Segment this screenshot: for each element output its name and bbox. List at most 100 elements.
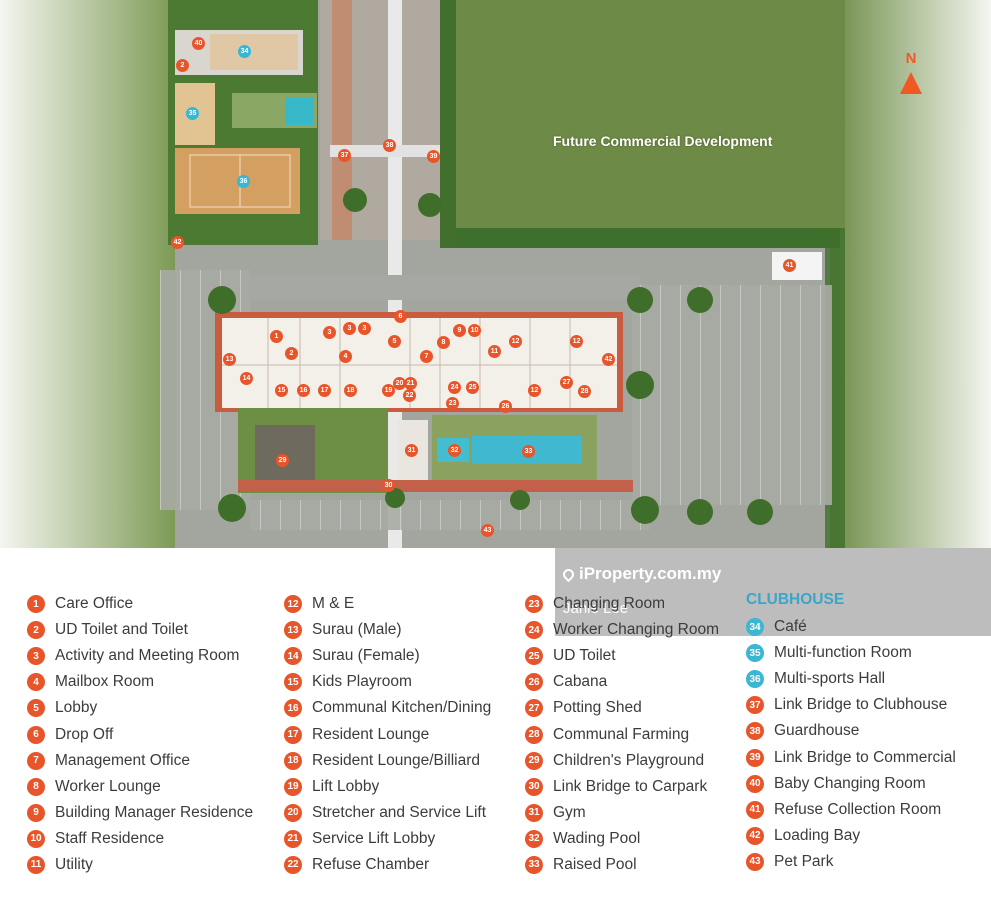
legend-number-badge: 32 <box>525 829 543 848</box>
legend-label: Communal Kitchen/Dining <box>312 699 492 717</box>
legend-number-badge: 23 <box>525 595 543 614</box>
legend-number-badge: 37 <box>746 696 764 715</box>
legend-number-badge: 20 <box>284 803 302 822</box>
map-pin: 8 <box>437 336 450 349</box>
legend-number-badge: 13 <box>284 621 302 640</box>
legend-label: Drop Off <box>55 725 114 743</box>
map-pin: 33 <box>522 445 535 458</box>
legend-number-badge: 6 <box>27 725 45 744</box>
legend-number-badge: 35 <box>746 644 764 663</box>
map-pin: 12 <box>570 335 583 348</box>
legend-number-badge: 25 <box>525 647 543 666</box>
map-pin: 3 <box>358 322 371 335</box>
legend-item: 5 Lobby <box>27 695 253 721</box>
map-pin: 12 <box>528 384 541 397</box>
legend-label: Link Bridge to Clubhouse <box>774 696 948 714</box>
legend-label: Surau (Female) <box>312 647 420 665</box>
legend-number-badge: 29 <box>525 751 543 770</box>
legend-label: Management Office <box>55 751 190 769</box>
legend-label: Baby Changing Room <box>774 774 926 792</box>
legend-label: Guardhouse <box>774 722 860 740</box>
map-pin: 24 <box>448 381 461 394</box>
watermark-brand-text: iProperty.com.my <box>579 564 722 583</box>
map-pin: 31 <box>405 444 418 457</box>
map-pin: 19 <box>382 384 395 397</box>
map-pin: 2 <box>285 347 298 360</box>
map-pin: 15 <box>275 384 288 397</box>
legend-number-badge: 5 <box>27 699 45 718</box>
map-pin: 14 <box>240 372 253 385</box>
legend-number-badge: 1 <box>27 595 45 614</box>
map-pin: 36 <box>237 175 250 188</box>
map-pin: 29 <box>276 454 289 467</box>
legend-number-badge: 39 <box>746 748 764 767</box>
legend-number-badge: 17 <box>284 725 302 744</box>
legend-label: Resident Lounge/Billiard <box>312 751 481 769</box>
legend-number-badge: 15 <box>284 673 302 692</box>
legend-item: 17 Resident Lounge <box>284 721 491 747</box>
legend-label: Service Lift Lobby <box>312 829 436 847</box>
watermark-brand: iProperty.com.my <box>560 564 722 584</box>
site-plan-drawing <box>0 0 991 548</box>
map-pin: 27 <box>560 376 573 389</box>
legend-number-badge: 19 <box>284 777 302 796</box>
legend-number-badge: 31 <box>525 803 543 822</box>
map-pin: 35 <box>186 107 199 120</box>
legend-label: Worker Lounge <box>55 777 161 795</box>
legend-item: 15 Kids Playroom <box>284 669 491 695</box>
map-pin: 6 <box>394 310 407 323</box>
legend-number-badge: 3 <box>27 647 45 666</box>
legend-item: 1 Care Office <box>27 591 253 617</box>
legend-label: Multi-sports Hall <box>774 670 886 688</box>
legend-number-badge: 12 <box>284 595 302 614</box>
map-pin: 41 <box>783 259 796 272</box>
legend-number-badge: 7 <box>27 751 45 770</box>
legend-number-badge: 33 <box>525 855 543 874</box>
legend-number-badge: 10 <box>27 829 45 848</box>
map-pin: 1 <box>270 330 283 343</box>
map-pin: 4 <box>339 350 352 363</box>
legend-label: Lobby <box>55 699 98 717</box>
legend-number-badge: 9 <box>27 803 45 822</box>
watermark-overlay: iProperty.com.my Janie Lee <box>555 548 991 636</box>
legend-label: Link Bridge to Commercial <box>774 748 956 766</box>
legend-number-badge: 30 <box>525 777 543 796</box>
legend-label: Kids Playroom <box>312 673 412 691</box>
map-pin: 37 <box>338 149 351 162</box>
legend-label: Stretcher and Service Lift <box>312 803 487 821</box>
map-pin: 23 <box>446 397 459 410</box>
legend-label: Pet Park <box>774 852 834 870</box>
legend-number-badge: 34 <box>746 618 764 637</box>
legend-item: 14 Surau (Female) <box>284 643 491 669</box>
legend-label: Care Office <box>55 595 134 613</box>
map-pin: 25 <box>466 381 479 394</box>
legend-label: Resident Lounge <box>312 725 430 743</box>
map-pin: 22 <box>403 389 416 402</box>
map-pin: 13 <box>223 353 236 366</box>
legend-label: UD Toilet and Toilet <box>55 621 188 639</box>
legend-item: 20 Stretcher and Service Lift <box>284 800 491 826</box>
legend-number-badge: 41 <box>746 800 764 819</box>
legend-number-badge: 42 <box>746 826 764 845</box>
legend-number-badge: 14 <box>284 647 302 666</box>
map-pin: 40 <box>192 37 205 50</box>
legend-label: Refuse Chamber <box>312 855 430 873</box>
